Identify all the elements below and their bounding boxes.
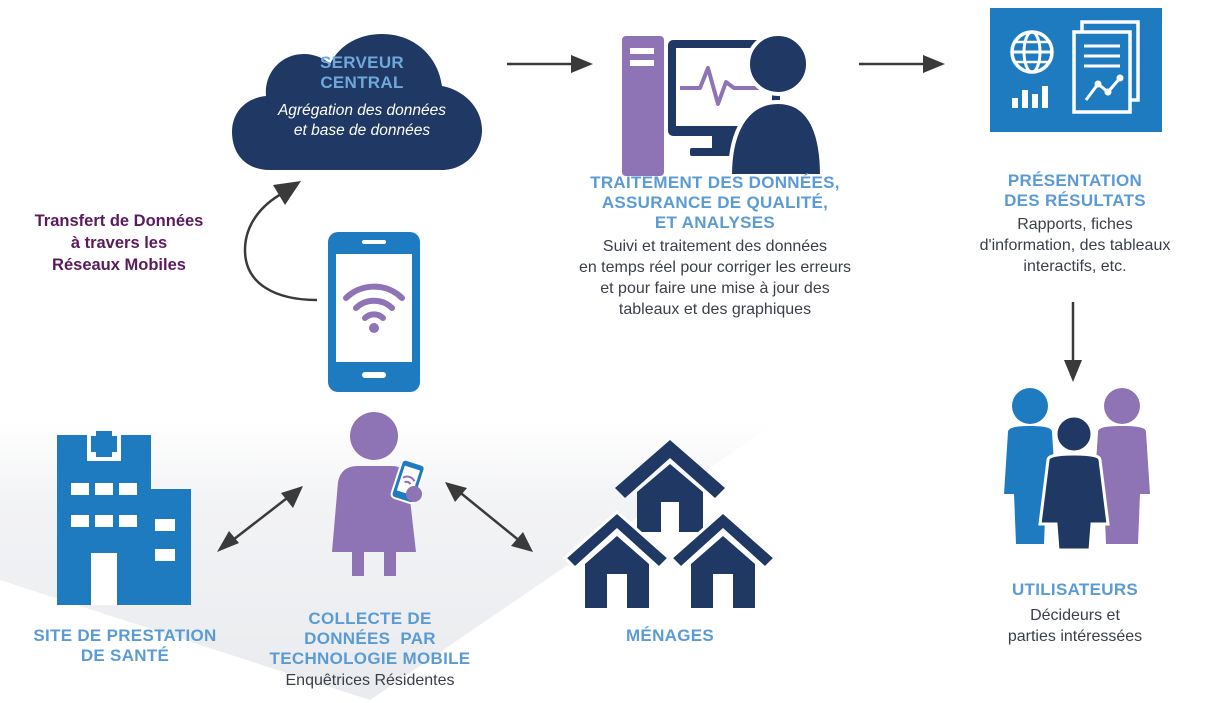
collection-title: COLLECTE DE DONNÉES PAR TECHNOLOGIE MOBI…: [250, 609, 490, 669]
processing-title: TRAITEMENT DES DONNÉES, ASSURANCE DE QUA…: [530, 173, 900, 233]
smartphone-wifi-icon: [328, 232, 420, 392]
processing-body-line3: et pour faire une mise à jour des: [600, 280, 830, 297]
households-title: MÉNAGES: [625, 626, 715, 645]
double-arrow-icon: [217, 486, 303, 552]
presentation-body-line3: interactifs, etc.: [1023, 258, 1127, 275]
double-arrow-icon: [445, 482, 533, 552]
transfer-line2: à travers les: [70, 234, 168, 252]
users-group-icon: [1004, 388, 1150, 552]
collection-title-line3: TECHNOLOGIE MOBILE: [269, 649, 471, 668]
processing-description: Suivi et traitement des données en temps…: [515, 236, 915, 320]
presentation-body-line1: Rapports, fiches: [1017, 216, 1133, 233]
collection-title-line2: DONNÉES PAR: [304, 629, 436, 648]
server-title-line2: CENTRAL: [320, 73, 404, 92]
data-collector-icon: [332, 412, 426, 576]
arrow-down-icon: [1064, 302, 1082, 382]
processing-title-line2: ASSURANCE DE QUALITÉ,: [601, 193, 829, 212]
users-title: UTILISATEURS: [1011, 580, 1139, 599]
users-body-line1: Décideurs et: [1030, 607, 1120, 624]
processing-title-line3: ET ANALYSES: [654, 213, 776, 232]
collection-description: Enquêtrices Résidentes: [285, 672, 455, 689]
server-sub-line2: et base de données: [293, 122, 431, 139]
server-title-line1: SERVEUR: [320, 53, 404, 72]
health-site-title: SITE DE PRESTATION DE SANTÉ: [0, 626, 250, 666]
report-dashboard-icon: [990, 8, 1162, 132]
users-body-line2: parties intéressées: [1007, 628, 1143, 645]
arrow-right-icon: [859, 55, 945, 73]
arrow-right-icon: [507, 55, 593, 73]
server-subtitle: Agrégation des données et base de donnée…: [252, 101, 472, 141]
server-sub-line1: Agrégation des données: [277, 102, 447, 119]
households-icon: [562, 440, 778, 608]
computer-analyst-icon: [622, 32, 825, 178]
transfer-label: Transfert de Données à travers les Résea…: [0, 210, 238, 276]
transfer-line3: Réseaux Mobiles: [52, 256, 186, 274]
curved-arrow-icon: [243, 181, 318, 302]
presentation-body-line2: d'information, des tableaux: [979, 237, 1171, 254]
presentation-title-line2: DES RÉSULTATS: [1004, 191, 1146, 210]
processing-body-line4: tableaux et des graphiques: [618, 301, 812, 318]
cloud-icon: [232, 34, 482, 170]
processing-title-line1: TRAITEMENT DES DONNÉES,: [590, 173, 840, 192]
health-site-title-line1: SITE DE PRESTATION: [33, 626, 217, 645]
hospital-building-icon: [57, 427, 191, 605]
presentation-description: Rapports, fiches d'information, des tabl…: [935, 214, 1215, 277]
presentation-title: PRÉSENTATION DES RÉSULTATS: [980, 171, 1170, 211]
collection-title-line1: COLLECTE DE: [308, 609, 432, 628]
presentation-title-line1: PRÉSENTATION: [1007, 171, 1143, 190]
transfer-line1: Transfert de Données: [34, 212, 204, 230]
processing-body-line1: Suivi et traitement des données: [602, 238, 828, 255]
health-site-title-line2: DE SANTÉ: [80, 646, 170, 665]
server-title: SERVEUR CENTRAL: [272, 53, 452, 93]
users-description: Décideurs et parties intéressées: [960, 605, 1190, 647]
processing-body-line2: en temps réel pour corriger les erreurs: [578, 259, 852, 276]
